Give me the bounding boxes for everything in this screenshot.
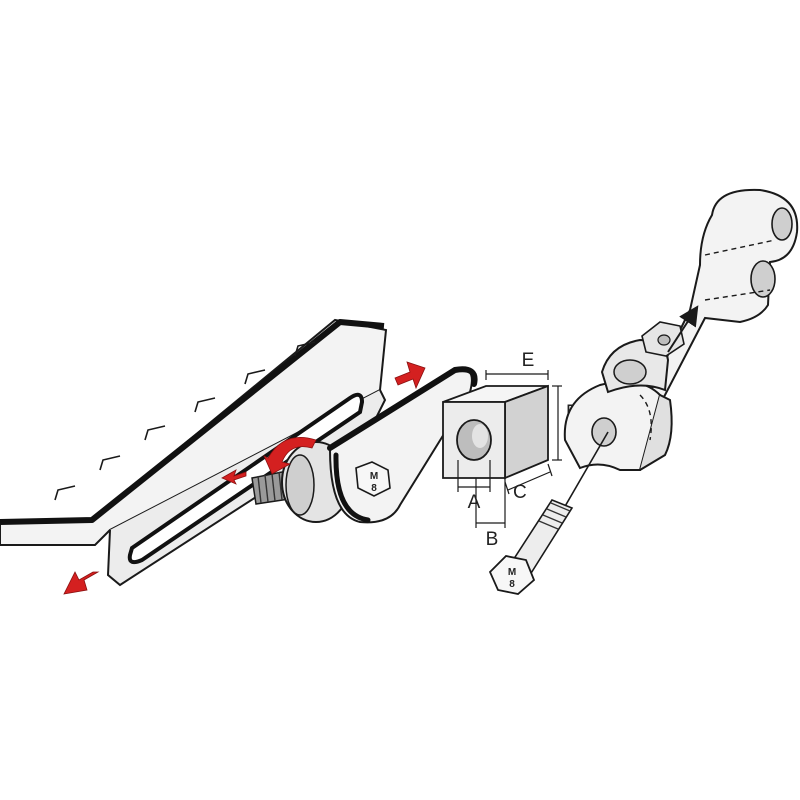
red-direction-arrow-icon xyxy=(63,571,100,595)
dimension-lines xyxy=(457,370,562,528)
lever-upper-hole xyxy=(771,207,793,241)
arm-nut-size-label-line1: M xyxy=(370,471,378,482)
dimension-label-a: A xyxy=(468,492,481,513)
dimension-labels: E D C A B xyxy=(468,350,580,550)
lever-lower-hole xyxy=(750,260,776,298)
dimension-label-e: E xyxy=(522,350,535,371)
clamp-bore-hole xyxy=(591,417,617,447)
pedal-adjust-slot xyxy=(127,392,365,565)
arm-nut-size-label-line2: 8 xyxy=(371,483,377,494)
dimension-label-b: B xyxy=(486,529,499,550)
dimension-label-c: C xyxy=(513,482,527,503)
block-side xyxy=(504,384,549,480)
shaft-hex-nut xyxy=(641,321,685,357)
pedal-grip-teeth xyxy=(54,341,316,501)
gear-shift-linkage xyxy=(563,188,799,471)
pedal-top-edge xyxy=(0,319,385,525)
assembly-arrow-icon xyxy=(667,305,699,353)
loose-m8-bolt: M 8 xyxy=(488,431,609,595)
bolt-axis-line xyxy=(559,431,609,516)
bolt-hex-head xyxy=(488,555,536,595)
bolt-size-label-line2: 8 xyxy=(509,579,515,590)
footpeg-pedal xyxy=(0,318,388,587)
bolt-size-label-line1: M xyxy=(508,567,516,578)
motion-arrows xyxy=(63,361,426,595)
red-rotate-arrow-icon xyxy=(263,436,317,475)
red-direction-arrow-icon xyxy=(221,469,247,485)
adapter-block xyxy=(442,384,549,480)
arm-hex-nut: M 8 xyxy=(355,461,391,497)
pivot-arm: M 8 xyxy=(281,366,478,524)
red-direction-arrow-icon xyxy=(394,361,426,390)
